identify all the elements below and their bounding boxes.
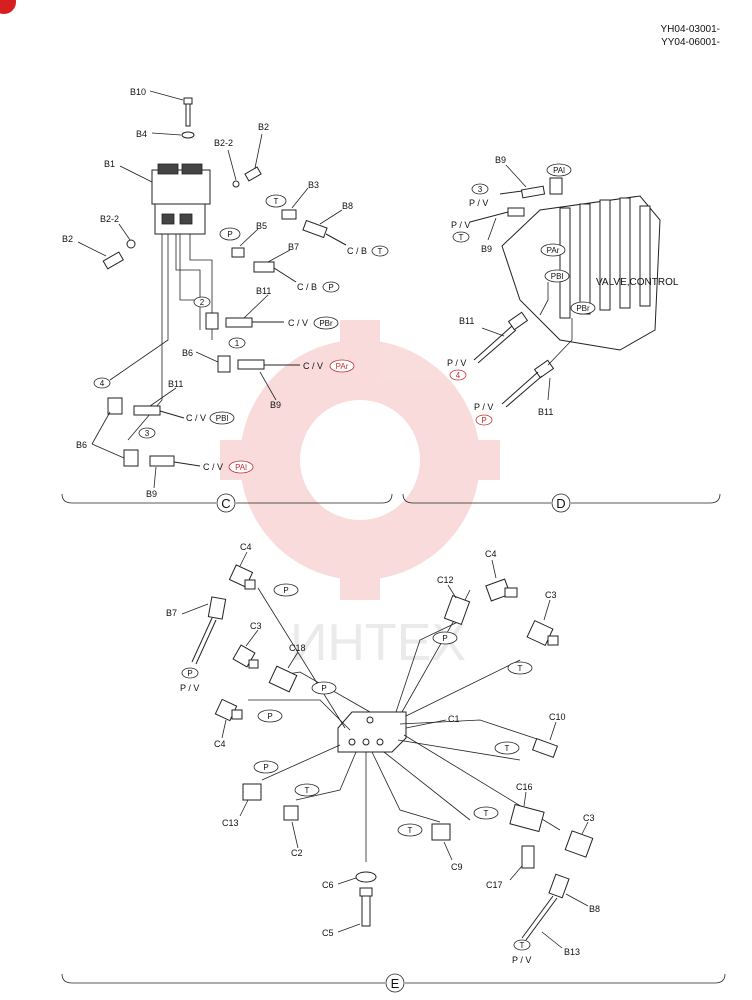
label-e-c16: C16 bbox=[516, 782, 533, 792]
corner-badge bbox=[0, 0, 16, 14]
pill-e-t3: T bbox=[518, 664, 523, 673]
pill-e-t5: T bbox=[484, 809, 489, 818]
section-d: VALVE,CONTROL B9 PAl 3 P / V B9 P / V T … bbox=[402, 155, 721, 513]
pill-p-cb: P bbox=[328, 283, 333, 292]
pill-e-p4: P bbox=[267, 712, 272, 721]
text-cb-1: C / B bbox=[347, 246, 367, 256]
pill-pbr: PBr bbox=[319, 319, 333, 328]
pill-d-par: PAr bbox=[547, 246, 560, 255]
pill-par: PAr bbox=[336, 362, 349, 371]
label-b2-left: B2 bbox=[62, 234, 73, 244]
label-e-b8: B8 bbox=[589, 904, 600, 914]
label-e-c10: C10 bbox=[549, 712, 566, 722]
text-d-pv-3: P / V bbox=[447, 358, 466, 368]
circle-d-4: 4 bbox=[456, 371, 461, 380]
pill-e-p2: P bbox=[187, 669, 192, 678]
text-cv-4: C / V bbox=[203, 462, 223, 472]
text-cv-2: C / V bbox=[303, 361, 323, 371]
label-b1: B1 bbox=[104, 159, 115, 169]
label-b5: B5 bbox=[256, 221, 267, 231]
label-b10: B10 bbox=[130, 87, 146, 97]
label-b7: B7 bbox=[288, 242, 299, 252]
pill-e-t6: T bbox=[520, 941, 525, 950]
text-d-pv-4: P / V bbox=[474, 402, 493, 412]
pill-e-t1: T bbox=[305, 786, 310, 795]
label-b9-a: B9 bbox=[270, 400, 281, 410]
label-d-b11-a: B11 bbox=[459, 316, 474, 326]
label-e-c4-b: C4 bbox=[485, 549, 497, 559]
pill-e-p6: P bbox=[442, 634, 447, 643]
label-b6-a: B6 bbox=[182, 348, 193, 358]
circle-d-3: 3 bbox=[478, 185, 483, 194]
label-c1: C1 bbox=[448, 714, 460, 724]
model-code-1: YH04-03001- bbox=[661, 24, 720, 35]
label-e-c2: C2 bbox=[291, 848, 303, 858]
circle-1: 1 bbox=[235, 339, 240, 348]
label-e-c18: C18 bbox=[289, 643, 306, 653]
model-code-2: YY04-06001- bbox=[661, 37, 720, 48]
text-d-pv-2: P / V bbox=[451, 220, 470, 230]
label-d-b9-a: B9 bbox=[495, 155, 506, 165]
text-cv-3: C / V bbox=[186, 413, 206, 423]
pill-e-p3: P bbox=[321, 684, 326, 693]
section-c: B10 B4 B2 B2-2 B1 B3 B8 C / B T bbox=[61, 87, 393, 513]
circle-4: 4 bbox=[100, 379, 105, 388]
pill-e-t2: T bbox=[408, 826, 413, 835]
pill-e-p1: P bbox=[283, 586, 288, 595]
circle-2: 2 bbox=[200, 298, 205, 307]
label-e-b13: B13 bbox=[564, 947, 580, 957]
circle-d-t: T bbox=[459, 233, 464, 242]
label-e-c13: C13 bbox=[222, 818, 239, 828]
pill-t-b8: T bbox=[378, 247, 383, 256]
text-e-pv-2: P / V bbox=[512, 955, 531, 965]
label-d-b11-b: B11 bbox=[538, 407, 553, 417]
label-b2-2-left: B2-2 bbox=[100, 214, 119, 224]
label-e-c12: C12 bbox=[437, 575, 454, 585]
label-e-c3-a: C3 bbox=[250, 621, 262, 631]
label-e-c3-b: C3 bbox=[545, 590, 557, 600]
circle-3: 3 bbox=[145, 429, 150, 438]
pill-d-pal: PAl bbox=[553, 166, 565, 175]
label-b11-b: B11 bbox=[168, 379, 183, 389]
label-b6-b: B6 bbox=[76, 440, 87, 450]
pill-pbl: PBl bbox=[216, 414, 229, 423]
label-b3: B3 bbox=[308, 180, 319, 190]
section-label-c: C bbox=[221, 496, 230, 511]
label-b9-b: B9 bbox=[146, 489, 157, 499]
pill-d-pbr: PBr bbox=[576, 304, 590, 313]
label-d-b9-b: B9 bbox=[481, 244, 492, 254]
label-e-b7: B7 bbox=[166, 608, 177, 618]
label-e-c3-c: C3 bbox=[583, 813, 595, 823]
section-label-e: E bbox=[391, 976, 400, 991]
section-e: C1 C4 P B7 P P / V C3 bbox=[61, 542, 726, 993]
section-label-d: D bbox=[556, 496, 565, 511]
label-e-c6: C6 bbox=[322, 880, 334, 890]
label-e-c17: C17 bbox=[486, 880, 503, 890]
text-cv-1: C / V bbox=[288, 318, 308, 328]
pill-d-pbl: PBl bbox=[551, 272, 564, 281]
pill-e-t4: T bbox=[505, 744, 510, 753]
pill-e-p5: P bbox=[263, 763, 268, 772]
watermark-text: ИНТЕХ bbox=[290, 614, 466, 672]
pill-d-p: P bbox=[481, 416, 486, 425]
text-e-pv-1: P / V bbox=[180, 683, 199, 693]
label-b2-2-top: B2-2 bbox=[214, 138, 233, 148]
valve-control-label: VALVE,CONTROL bbox=[596, 277, 679, 288]
label-b11-a: B11 bbox=[256, 286, 271, 296]
label-e-c4-c: C4 bbox=[214, 739, 226, 749]
label-b4: B4 bbox=[136, 129, 147, 139]
label-e-c5: C5 bbox=[322, 928, 334, 938]
label-e-c9: C9 bbox=[451, 862, 463, 872]
text-cb-2: C / B bbox=[297, 282, 317, 292]
label-b2-top: B2 bbox=[258, 122, 269, 132]
label-e-c4-a: C4 bbox=[240, 542, 252, 552]
text-d-pv-1: P / V bbox=[469, 198, 488, 208]
pill-pal: PAl bbox=[235, 463, 247, 472]
pill-p-c1: P bbox=[227, 230, 232, 239]
label-b8: B8 bbox=[342, 201, 353, 211]
pill-t-c1: T bbox=[274, 197, 279, 206]
